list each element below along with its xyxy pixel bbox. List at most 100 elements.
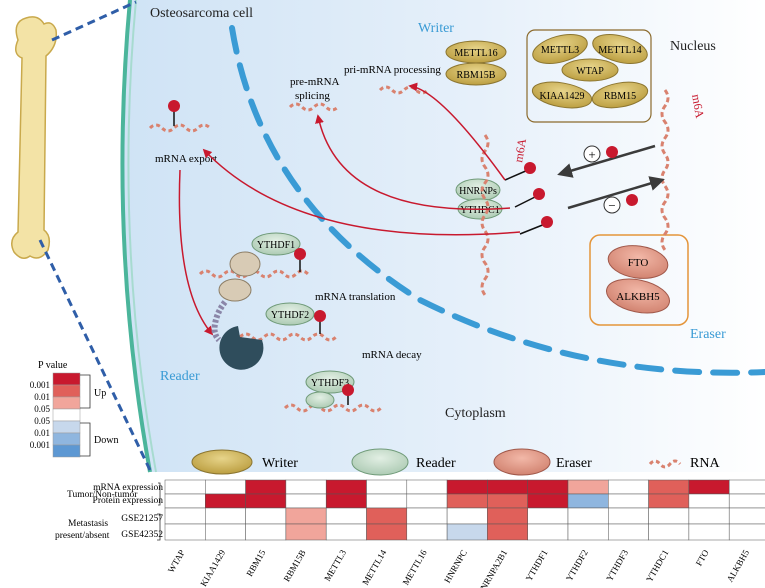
heatmap-cell: [285, 479, 327, 495]
plus-sign-text: +: [588, 147, 595, 162]
m6a-label-right: m6A: [689, 93, 707, 119]
heatmap-cell: [567, 479, 609, 495]
heatmap-column-label: METTL16: [401, 548, 429, 587]
writer-label: Writer: [418, 21, 454, 36]
heatmap-cell: [164, 507, 206, 525]
zoom-line-top: [51, 0, 137, 42]
heatmap-cell: [325, 479, 367, 495]
heatmap-cell: [164, 523, 206, 541]
heatmap-cell: [688, 479, 730, 495]
heatmap-column-label: YTHDC1: [644, 548, 670, 584]
methylation-arrow: [557, 144, 656, 178]
heatmap-column-label: YTHDF2: [564, 548, 590, 583]
writer-protein-label: METTL3: [541, 45, 579, 56]
heatmap-cell: [406, 507, 448, 525]
heatmap-cell: [406, 523, 448, 541]
heatmap-column-label: YTHDF1: [524, 548, 550, 583]
pvalue-level: 0.001: [30, 440, 50, 450]
heatmap-cell: [487, 507, 528, 525]
nuclear-reader-label: HNRNPs: [459, 186, 497, 197]
translation-label: mRNA translation: [315, 291, 396, 303]
cell-membrane-inner: [127, 0, 157, 473]
cell-body: [122, 0, 765, 472]
nuclear-reader-label: YTHDC1: [460, 205, 499, 216]
cyto-reader-label: YTHDF1: [257, 240, 295, 251]
pvalue-legend: P value 0.001 0.01 0.05 0.05 0.01 0.001 …: [30, 360, 118, 458]
plus-sign: [583, 145, 601, 163]
writer-protein-label: METTL16: [454, 48, 497, 59]
writer-protein-label: METTL14: [598, 45, 641, 56]
writer-protein-label: RBM15B: [457, 70, 496, 81]
heatmap-cell: [728, 507, 765, 525]
arrow-splicing: [315, 114, 511, 210]
arrow-to-reader: [178, 169, 214, 336]
eraser-complex: FTO ALKBH5: [589, 234, 689, 326]
heatmap-cell: [608, 493, 649, 509]
heatmap-cell: [567, 507, 609, 525]
heatmap-cell: [527, 479, 569, 495]
heatmap-column-label: HNRNPC: [442, 548, 469, 585]
eraser-protein-label: ALKBH5: [616, 291, 660, 303]
cytoplasm-readers: YTHDF1 YTHDF2 YTHDF3: [198, 232, 383, 413]
pvalue-level: 0.05: [34, 404, 50, 414]
heatmap-cell: [205, 493, 246, 509]
pre-mrna-label: pre-mRNA: [290, 76, 340, 88]
heatmap-cell: [245, 479, 287, 495]
heatmap-column-label: RBM15: [244, 548, 267, 579]
cytoplasm-label: Cytoplasm: [445, 406, 506, 421]
heatmap-cell: [608, 507, 649, 525]
heatmap-column-label: YTHDF3: [604, 548, 630, 583]
heatmap-cell: [325, 507, 367, 525]
heatmap-cell: [567, 523, 609, 541]
heatmap-cell: [245, 507, 287, 525]
heatmap-cell: [688, 493, 730, 509]
m6a-label-left: m6A: [511, 137, 529, 163]
heatmap-cell: [245, 523, 287, 541]
m6a-dot: [626, 194, 638, 206]
decay-label: mRNA decay: [362, 349, 422, 361]
nuclear-envelope: [229, 25, 765, 376]
heatmap-cell: [728, 523, 765, 541]
cyto-reader-label: YTHDF3: [311, 378, 349, 389]
pvalue-level: 0.05: [34, 416, 50, 426]
heatmap-cell: [164, 493, 206, 509]
heatmap-column-label: METTL3: [322, 548, 348, 583]
heatmap-group-label: Tumor/Non-tumor: [67, 490, 138, 500]
heatmap-cell: [608, 479, 649, 495]
heatmap-column-label: RBM15B: [282, 548, 308, 583]
legend-reader: Reader: [416, 456, 456, 471]
processed-rna-icons: [148, 85, 430, 133]
heatmap-cell: [527, 523, 569, 541]
splicing-label: splicing: [295, 90, 330, 102]
heatmap-row-label: Protein expression: [93, 496, 164, 506]
heatmap-cell: [728, 493, 765, 509]
minus-sign-text: −: [608, 198, 615, 213]
bottom-legend: Writer Reader Eraser RNA: [191, 448, 720, 476]
heatmap-cell: [285, 493, 327, 509]
heatmap-column-label: WTAP: [166, 548, 187, 574]
export-label: mRNA export: [155, 153, 217, 165]
heatmap-cell: [325, 523, 367, 541]
pri-mrna-label: pri-mRNA processing: [344, 64, 441, 76]
nucleus-label: Nucleus: [670, 39, 716, 54]
pvalue-level: 0.01: [34, 428, 50, 438]
heatmap-group-label: present/absent: [55, 531, 110, 541]
pvalue-up-label: Up: [94, 388, 106, 399]
heatmap-cell: [648, 479, 690, 495]
pvalue-level: 0.001: [30, 380, 50, 390]
heatmap-cell: [648, 523, 690, 541]
m6a-dot: [606, 146, 618, 158]
pvalue-level: 0.01: [34, 392, 50, 402]
heatmap-cell: [567, 493, 609, 509]
legend-eraser: Eraser: [556, 456, 592, 471]
eraser-protein-label: FTO: [628, 257, 649, 269]
heatmap-row-label: GSE42352: [121, 530, 163, 540]
heatmap-cell: [285, 523, 327, 541]
heatmap-cell: [527, 507, 569, 525]
heatmap-cell: [406, 479, 448, 495]
heatmap-cell: [446, 479, 488, 495]
heatmap-cell: [648, 493, 690, 509]
writer-protein-label: KIAA1429: [540, 91, 585, 102]
heatmap-column-label: METTL14: [360, 548, 388, 587]
